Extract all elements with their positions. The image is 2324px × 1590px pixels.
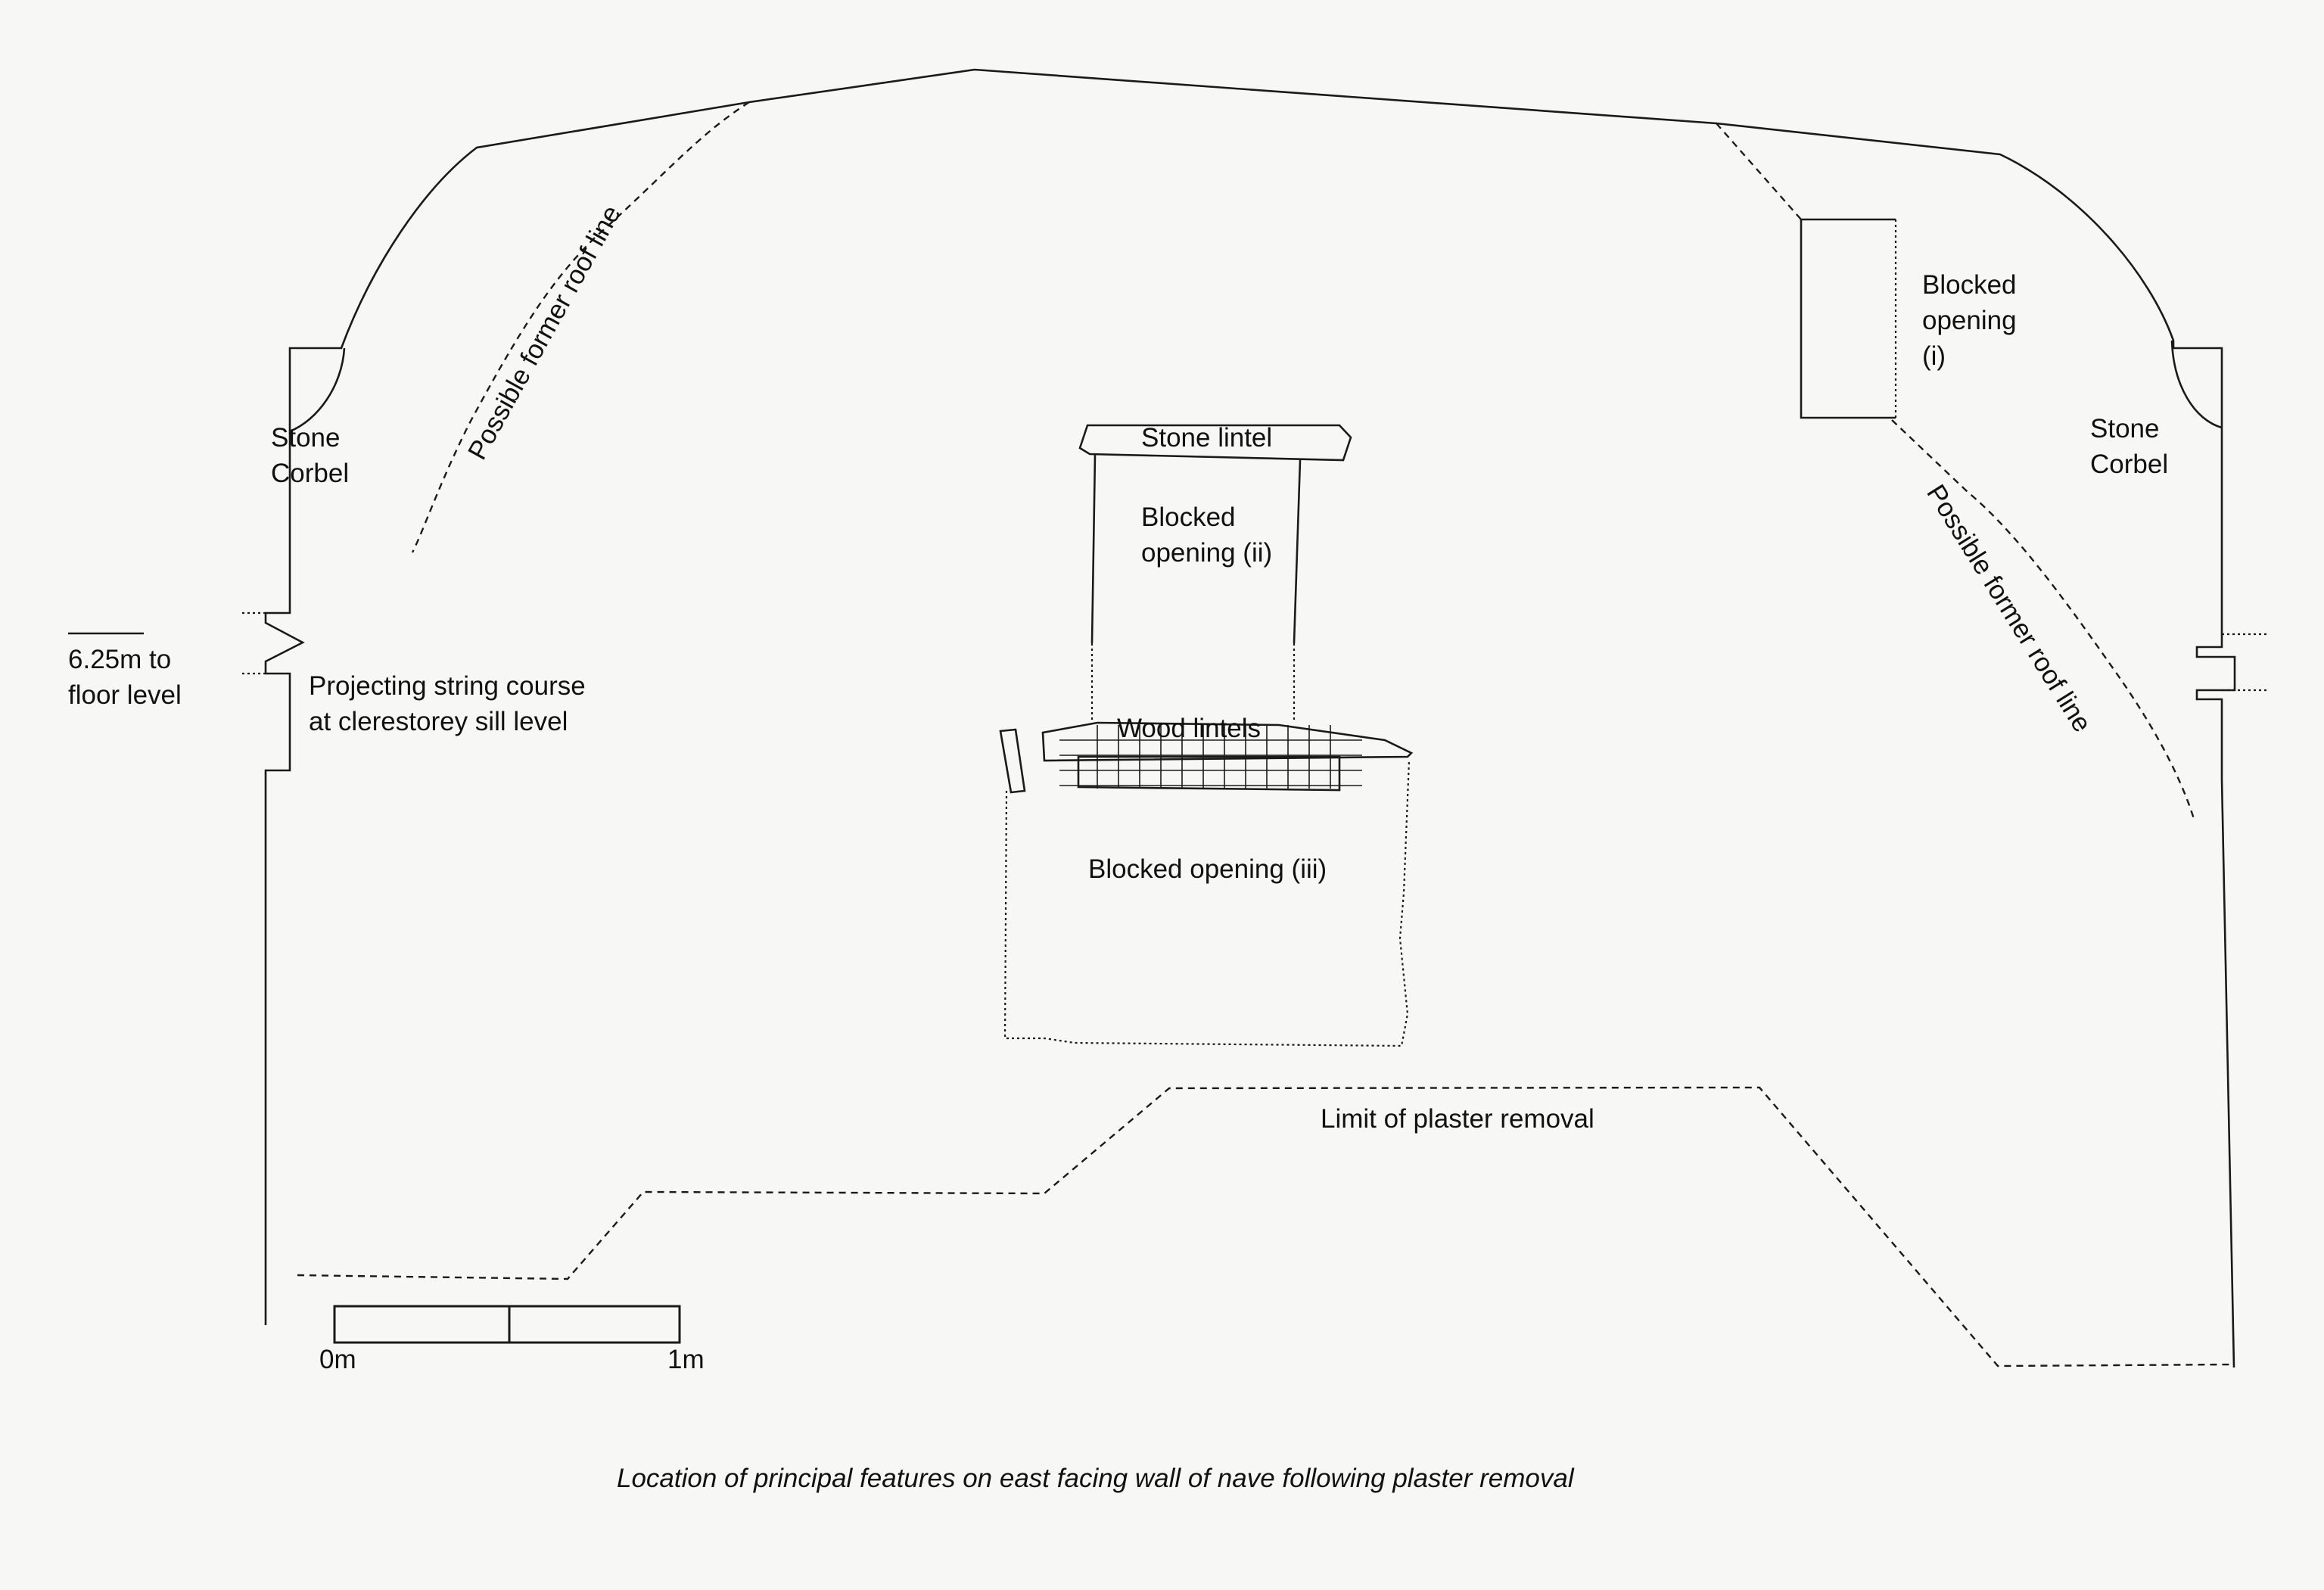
string-course-label: Projecting string course at clerestorey …	[309, 671, 593, 736]
roof-line-left	[411, 101, 750, 553]
blocked-opening-ii-shape	[1090, 453, 1302, 644]
wood-lintels-shape	[999, 721, 1414, 794]
blocked-opening-iii-shape	[1003, 760, 1411, 1047]
blocked-opening-ii-label: Blocked opening (ii)	[1141, 503, 1272, 568]
blocked-opening-ii-lower	[1090, 643, 1296, 723]
scale-bar	[333, 1305, 681, 1344]
stone-lintel-label: Stone lintel	[1141, 423, 1272, 453]
roof-line-left-label: Possible former roof line	[462, 201, 627, 465]
plaster-limit-label: Limit of plaster removal	[1321, 1104, 1594, 1134]
blocked-opening-i-shape	[1800, 218, 1896, 419]
wood-lintels-label: Wood lintels	[1117, 714, 1261, 743]
floor-level-label: 6.25m to floor level	[68, 645, 182, 710]
plaster-limit-line	[297, 1086, 2233, 1368]
blocked-opening-iii-label: Blocked opening (iii)	[1088, 854, 1327, 884]
blocked-opening-i-label: Blocked opening (i)	[1922, 270, 2024, 371]
stone-corbel-left-label: Stone Corbel	[271, 423, 349, 488]
stone-corbel-right-label: Stone Corbel	[2090, 414, 2168, 479]
stone-corbel-left-shape	[289, 347, 346, 433]
figure-caption: Location of principal features on east f…	[617, 1464, 1575, 1493]
scale-start-label: 0m	[319, 1345, 356, 1374]
stone-corbel-right-shape	[2170, 340, 2223, 429]
roof-line-right	[1716, 123, 2196, 822]
scale-end-label: 1m	[667, 1345, 705, 1374]
stone-lintel-shape	[1078, 424, 1352, 462]
